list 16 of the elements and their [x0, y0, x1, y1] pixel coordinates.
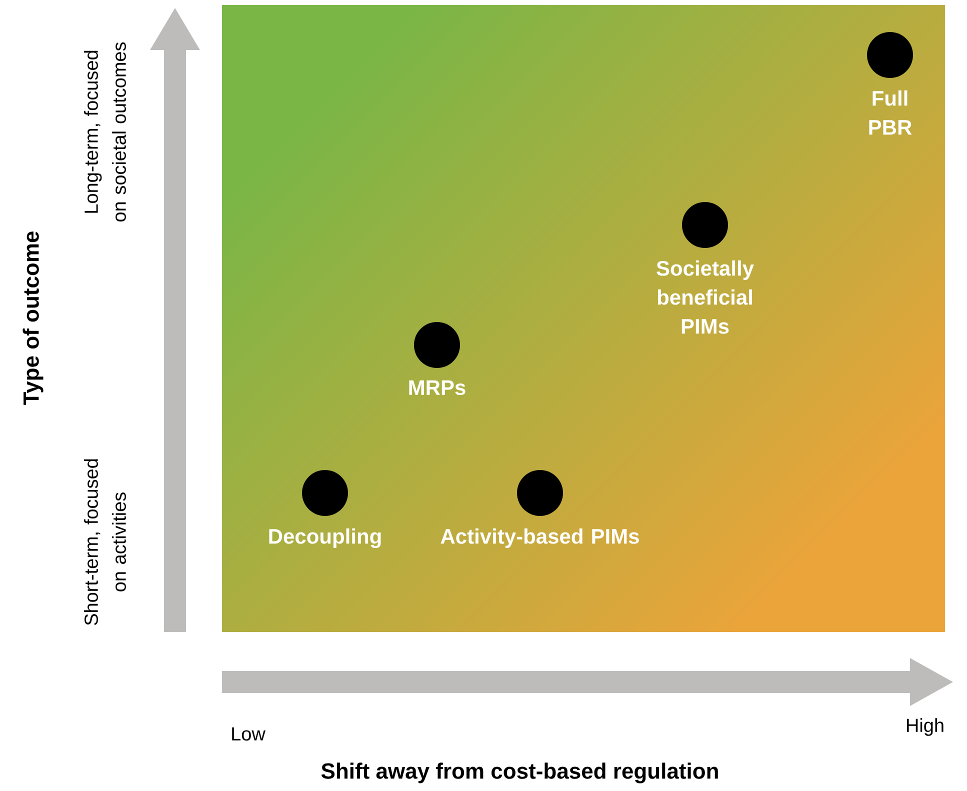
axis-end-label: Long-term, focused on societal outcomes: [84, 42, 126, 222]
dot: [867, 32, 913, 78]
dot: [414, 322, 460, 368]
dot-label: Full PBR: [869, 90, 912, 135]
dot-label: MRPs: [409, 380, 466, 396]
dot-label: Activity-based PIMs: [440, 528, 639, 548]
dot: [682, 202, 728, 248]
axis-end-label: Low: [232, 727, 266, 741]
dot-label: Societally beneficial PIMs: [656, 260, 754, 334]
dot: [302, 470, 348, 516]
dot: [517, 470, 563, 516]
axis-end-label: Short-term, focused on activities: [84, 459, 126, 626]
dot-label: Decoupling: [269, 528, 381, 548]
axis-title: Type of outcome: [22, 232, 44, 405]
axis-title: Shift away from cost-based regulation: [321, 762, 718, 784]
axis-end-label: High: [907, 718, 944, 736]
